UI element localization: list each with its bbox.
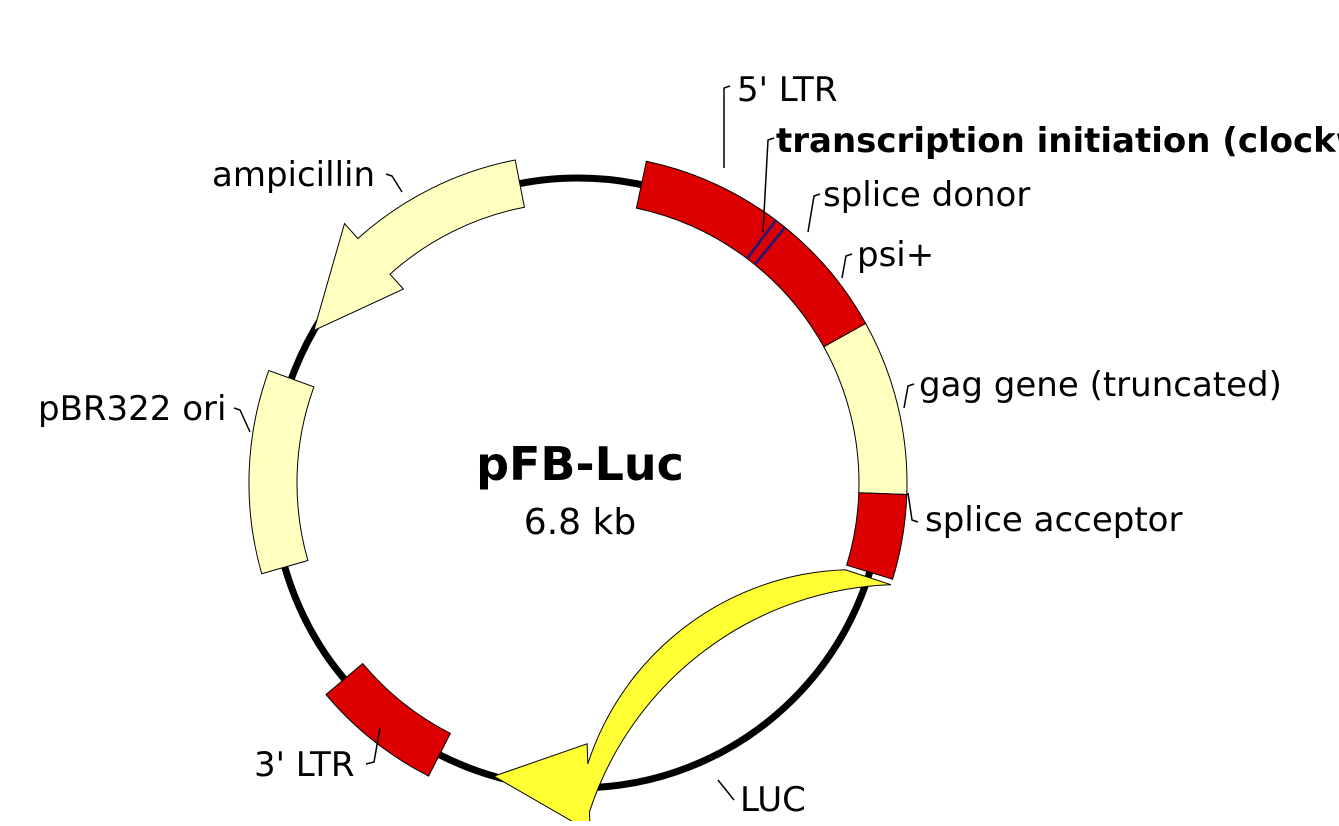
label-luc: LUC [740, 780, 806, 820]
leader-3-ltr [365, 727, 381, 765]
label-transcription-initiation: transcription initiation (clockwise [776, 121, 1339, 161]
label-5-ltr: 5' LTR [737, 70, 837, 110]
label-splice-acceptor: splice acceptor [925, 500, 1182, 540]
label-gag-gene: gag gene (truncated) [919, 365, 1282, 405]
feature-luc-arrow [492, 569, 892, 826]
feature-ampicillin-arrow [313, 159, 525, 332]
leader-5-ltr [723, 85, 731, 168]
leader-psi [841, 253, 853, 279]
feature-splice-acceptor-block [846, 492, 908, 580]
leader-splice-acceptor [907, 492, 919, 523]
feature-shapes [248, 159, 908, 826]
leader-luc [717, 779, 735, 801]
leader-gag-gene [903, 383, 915, 409]
label-psi: psi+ [857, 235, 934, 275]
plasmid-size: 6.8 kb [524, 502, 636, 543]
splice-donor-mark-2 [753, 226, 787, 266]
label-splice-donor: splice donor [823, 175, 1030, 215]
plasmid-name: pFB-Luc [476, 437, 684, 491]
leader-pbr322-ori [233, 407, 251, 433]
leader-transcription-initiation [762, 137, 775, 233]
leader-ampicillin [385, 173, 403, 193]
label-3-ltr: 3' LTR [254, 745, 354, 785]
label-ampicillin: ampicillin [212, 155, 375, 195]
feature-pbr322-ori-block [248, 369, 315, 575]
feature-3-ltr-block [325, 662, 452, 777]
feature-gag-gene-block [823, 322, 908, 496]
leader-splice-donor [807, 193, 821, 233]
leader-lines [233, 85, 919, 801]
label-pbr322-ori: pBR322 ori [38, 389, 226, 429]
splice-donor-mark-1 [746, 219, 777, 260]
